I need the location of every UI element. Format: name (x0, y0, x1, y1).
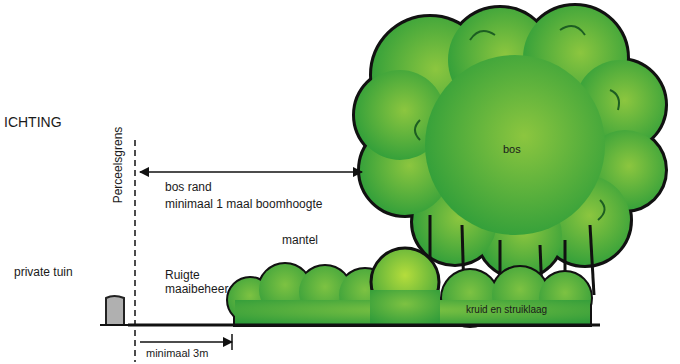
ground-line (128, 324, 600, 327)
crown-curls (415, 26, 619, 220)
mantel-base (370, 290, 440, 325)
ground-line-garden (100, 324, 128, 326)
dimension-label: bos rand (165, 180, 212, 194)
zone-label: bos (503, 143, 521, 156)
boundary-label: Perceelsgrens (111, 127, 125, 204)
zone-label: kruid en struiklaag (466, 304, 547, 316)
dimension-forest-edge (140, 171, 362, 173)
zone-label: private tuin (14, 265, 73, 279)
dimension-tick (231, 334, 233, 350)
dimension-label: minimaal 1 maal boomhoogte (165, 197, 322, 211)
dimension-3m (140, 341, 232, 343)
fence-post (106, 296, 124, 325)
zone-label: Ruigte maaibeheer (165, 268, 249, 297)
heading: ICHTING (4, 114, 62, 131)
tree-crown-outline (355, 6, 665, 277)
dimension-label: minimaal 3m (146, 347, 208, 360)
zone-label: mantel (282, 233, 318, 247)
parcel-boundary (134, 140, 136, 362)
tree-crown (355, 6, 665, 277)
